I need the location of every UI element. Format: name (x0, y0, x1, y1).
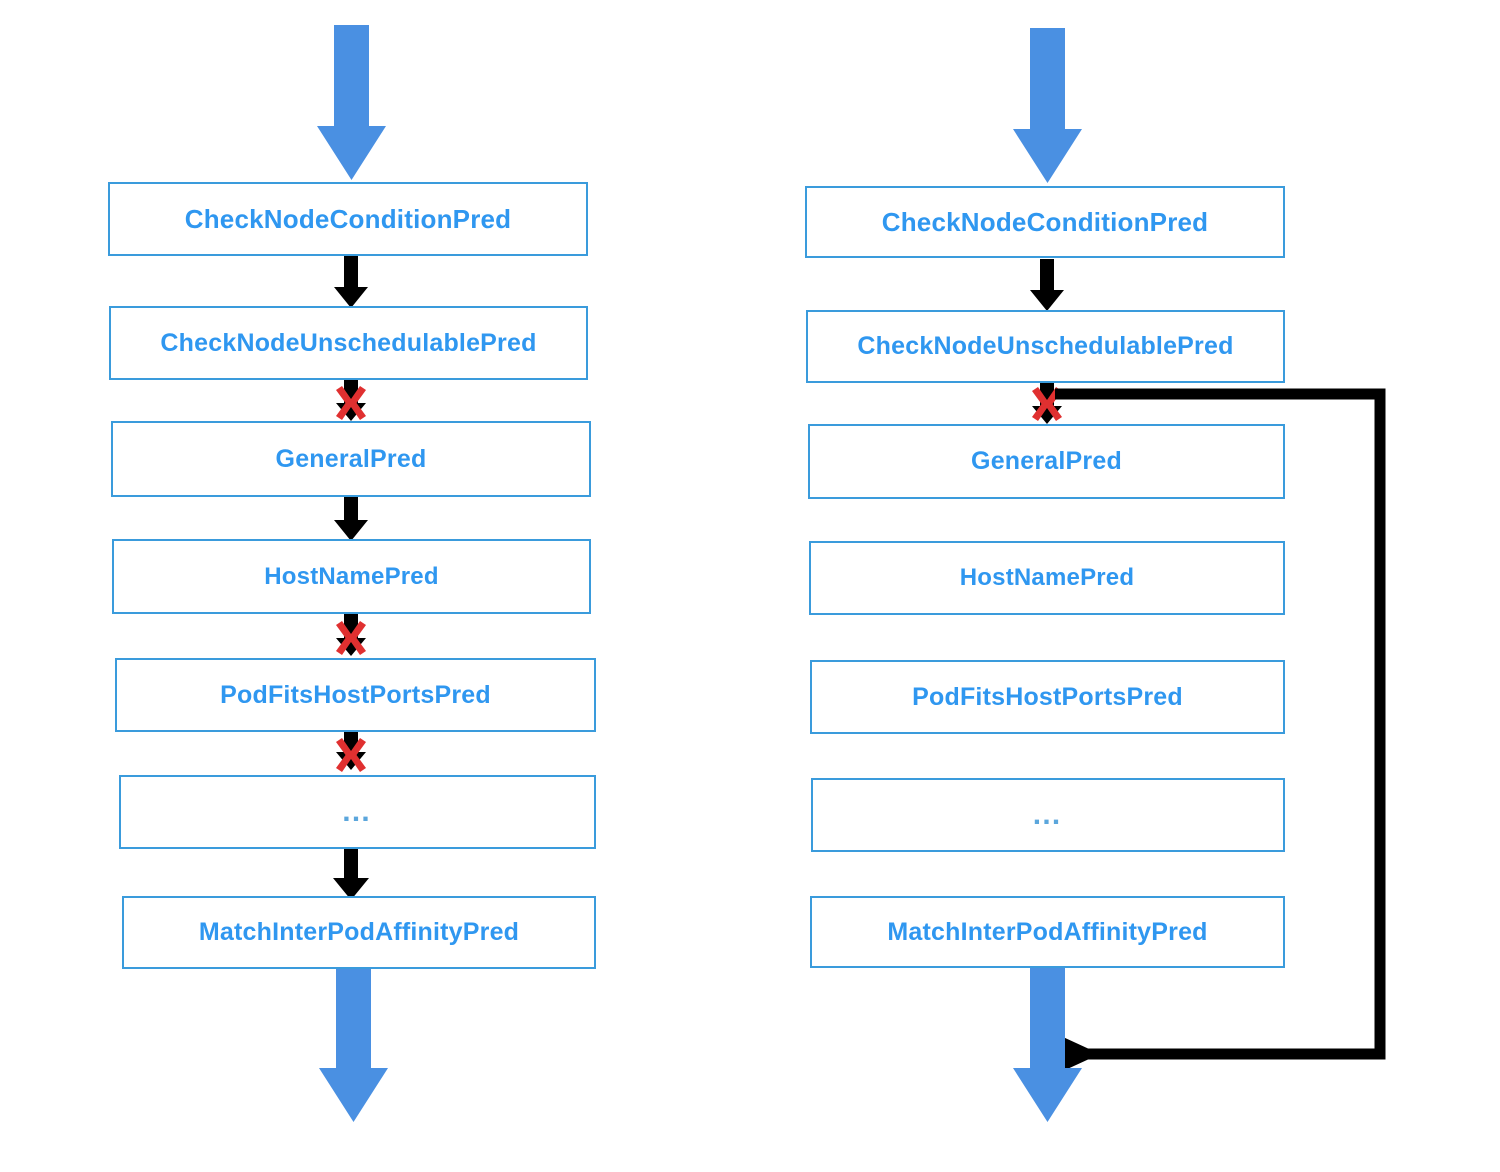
right-entry-flow-arrow (1013, 28, 1082, 183)
red-x-icon (336, 386, 366, 420)
node-general-pred[interactable]: GeneralPred (808, 424, 1285, 499)
node-pod-fits-host-ports-pred[interactable]: PodFitsHostPortsPred (810, 660, 1285, 734)
right-exit-flow-arrow (1013, 967, 1082, 1122)
node-ellipsis[interactable]: … (811, 778, 1285, 852)
node-pod-fits-host-ports-pred[interactable]: PodFitsHostPortsPred (115, 658, 596, 732)
node-check-node-unschedulable-pred[interactable]: CheckNodeUnschedulablePred (806, 310, 1285, 383)
red-x-icon (336, 621, 366, 655)
left-arrow-2-failed (336, 380, 366, 421)
left-exit-flow-arrow (319, 967, 388, 1122)
right-arrow-2-failed (1032, 383, 1062, 424)
left-arrow-4-failed (336, 614, 366, 656)
red-x-icon (336, 738, 366, 772)
left-arrow-6 (333, 848, 369, 900)
node-check-node-condition-pred[interactable]: CheckNodeConditionPred (805, 186, 1285, 258)
left-arrow-3 (334, 497, 368, 541)
node-host-name-pred[interactable]: HostNamePred (809, 541, 1285, 615)
red-x-icon (1032, 387, 1062, 421)
node-ellipsis[interactable]: … (119, 775, 596, 849)
left-arrow-1 (334, 256, 368, 308)
left-arrow-5-failed (336, 731, 366, 772)
node-match-inter-pod-affinity-pred[interactable]: MatchInterPodAffinityPred (810, 896, 1285, 968)
left-entry-flow-arrow (317, 25, 386, 180)
right-arrow-1 (1030, 259, 1064, 311)
node-check-node-unschedulable-pred[interactable]: CheckNodeUnschedulablePred (109, 306, 588, 380)
node-host-name-pred[interactable]: HostNamePred (112, 539, 591, 614)
node-general-pred[interactable]: GeneralPred (111, 421, 591, 497)
node-match-inter-pod-affinity-pred[interactable]: MatchInterPodAffinityPred (122, 896, 596, 969)
node-check-node-condition-pred[interactable]: CheckNodeConditionPred (108, 182, 588, 256)
